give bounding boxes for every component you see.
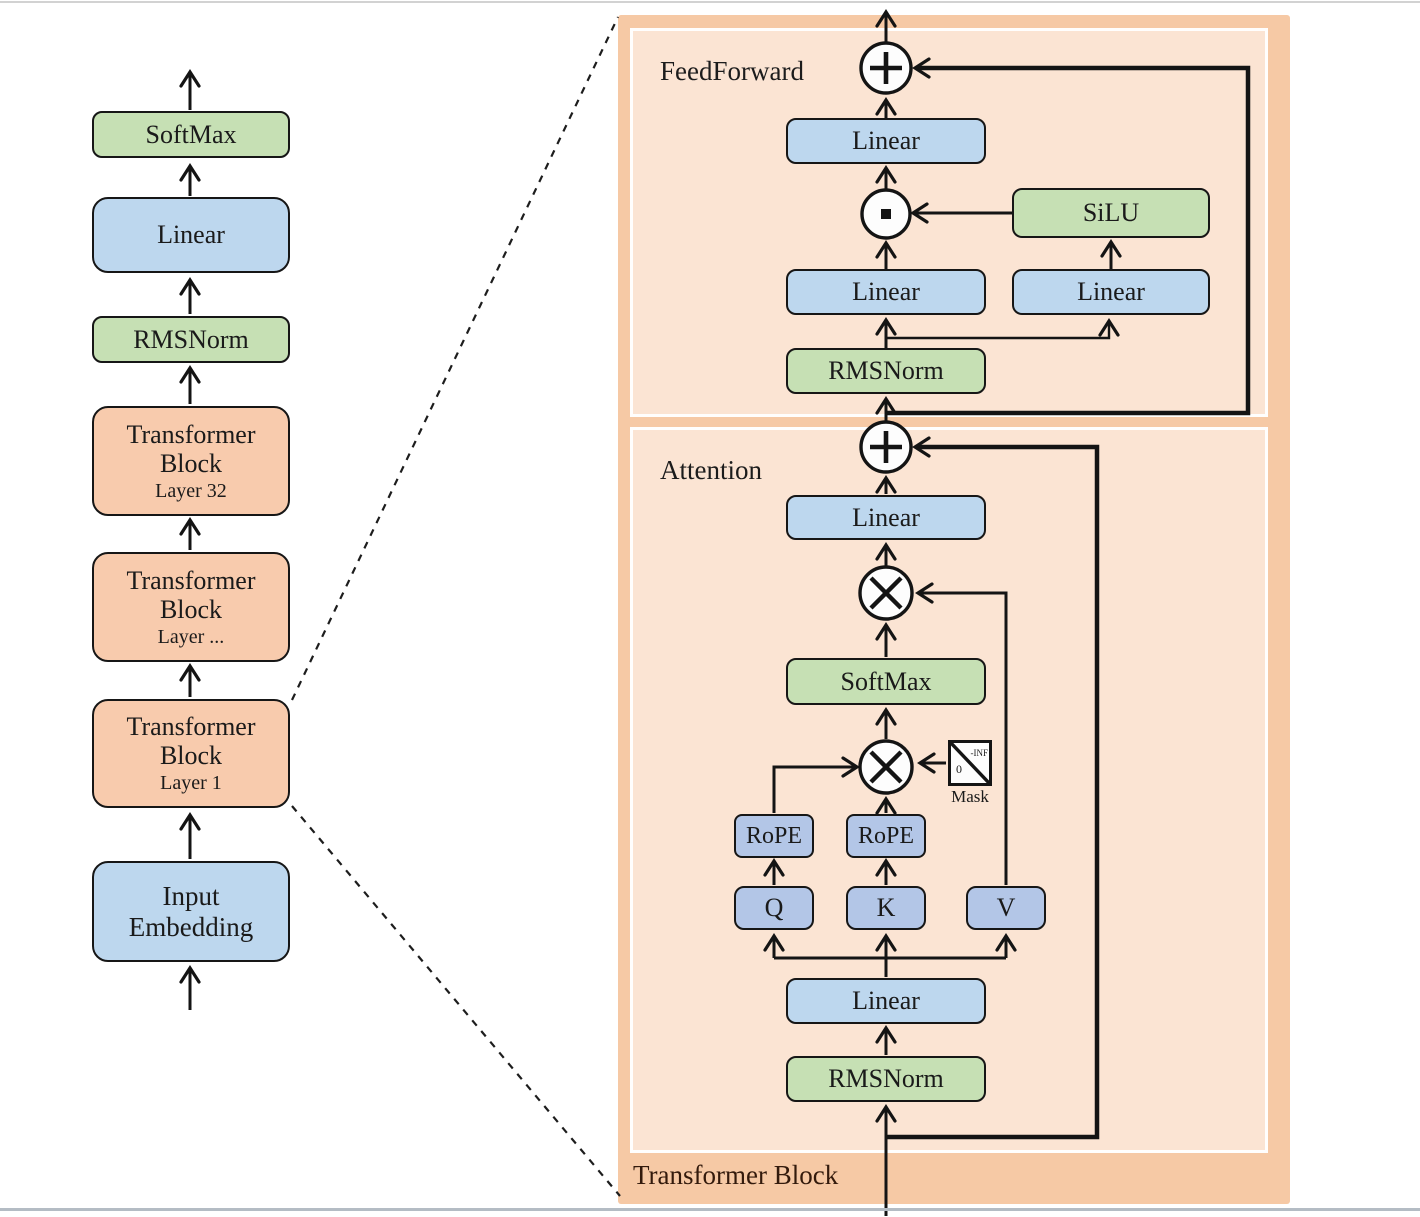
attention-residual-line <box>886 436 1100 1140</box>
transformer-block-layer32-sublabel: Layer 32 <box>155 479 227 502</box>
top-frame-line <box>0 1 1420 3</box>
ff-linear-up-block: Linear <box>1012 269 1210 315</box>
ff-linear-out-label: Linear <box>852 126 920 156</box>
rope-q-block: RoPE <box>734 814 814 858</box>
zoom-guide-top <box>291 16 619 701</box>
transformer-block-layer-mid-title: Transformer Block <box>126 565 256 624</box>
elementwise-product-node-icon <box>860 188 912 240</box>
ff-silu-label: SiLU <box>1082 198 1140 228</box>
q-block: Q <box>734 886 814 930</box>
input-embedding-block: Input Embedding <box>92 861 290 962</box>
attention-section-label: Attention <box>660 455 762 485</box>
attn-softmax-block: SoftMax <box>786 658 986 705</box>
transformer-block-layer1-title: Transformer Block <box>126 712 256 771</box>
attention-arrows <box>763 475 1017 1216</box>
residual-connections <box>886 57 1251 1140</box>
operation-nodes <box>858 41 914 795</box>
transformer-block-layer1: Transformer Block Layer 1 <box>92 699 290 808</box>
mask-icon: -INF 0 <box>948 740 992 786</box>
attn-linear-in-label: Linear <box>852 986 920 1016</box>
mask-zero-label: 0 <box>956 762 962 776</box>
q-to-matmul-line <box>772 756 860 813</box>
attn-linear-out-block: Linear <box>786 495 986 540</box>
attn-linear-in-block: Linear <box>786 978 986 1024</box>
transformer-block-layer32: Transformer Block Layer 32 <box>92 406 290 516</box>
attn-softmax-label: SoftMax <box>840 666 932 696</box>
input-embedding-label: Input Embedding <box>128 881 254 942</box>
bottom-frame-line <box>0 1208 1420 1211</box>
rope-k-block: RoPE <box>846 814 926 858</box>
attn-rmsnorm-label: RMSNorm <box>828 1064 944 1094</box>
ff-rmsnorm-label: RMSNorm <box>828 356 944 386</box>
rope-k-label: RoPE <box>857 822 914 849</box>
left-linear-block: Linear <box>92 197 290 273</box>
v-block: V <box>966 886 1046 930</box>
attention-add-node-icon <box>859 420 913 474</box>
transformer-block-layer-mid: Transformer Block Layer ... <box>92 552 290 662</box>
attention-panel <box>630 427 1268 1153</box>
rope-q-label: RoPE <box>745 822 802 849</box>
k-label: K <box>876 893 896 923</box>
mask-caption-label: Mask <box>951 787 989 806</box>
left-softmax-block: SoftMax <box>92 111 290 158</box>
left-softmax-label: SoftMax <box>145 119 237 149</box>
transformer-block-panel-title: Transformer Block <box>633 1160 839 1190</box>
qk-matmul-node-icon <box>858 739 914 795</box>
mask-neg-inf-label: -INF <box>970 748 989 758</box>
ff-residual-line <box>886 57 1251 416</box>
attn-linear-out-label: Linear <box>852 502 920 532</box>
v-label: V <box>996 893 1016 923</box>
feedforward-arrows <box>875 9 1122 422</box>
transformer-block-layer32-title: Transformer Block <box>126 419 256 478</box>
ff-linear-gate-label: Linear <box>852 277 920 307</box>
left-linear-label: Linear <box>157 220 225 250</box>
zoom-guide-lines <box>291 16 621 1197</box>
feedforward-section-label: FeedForward <box>660 56 804 86</box>
attn-v-matmul-node-icon <box>858 565 914 621</box>
ff-silu-block: SiLU <box>1012 188 1210 238</box>
transformer-block-layer-mid-sublabel: Layer ... <box>157 625 225 648</box>
mask-diagonal <box>951 743 989 783</box>
transformer-block-layer1-sublabel: Layer 1 <box>160 772 222 795</box>
zoom-guide-bottom <box>291 805 621 1197</box>
ff-linear-up-label: Linear <box>1077 277 1145 307</box>
left-rmsnorm-label: RMSNorm <box>133 324 249 354</box>
ff-linear-out-block: Linear <box>786 118 986 164</box>
attn-rmsnorm-block: RMSNorm <box>786 1056 986 1102</box>
k-block: K <box>846 886 926 930</box>
ff-rmsnorm-block: RMSNorm <box>786 348 986 394</box>
ff-add-node-icon <box>859 41 913 95</box>
v-to-matmul-line <box>915 582 1008 885</box>
q-label: Q <box>764 893 784 923</box>
ff-linear-gate-block: Linear <box>786 269 986 315</box>
left-rmsnorm-block: RMSNorm <box>92 316 290 363</box>
